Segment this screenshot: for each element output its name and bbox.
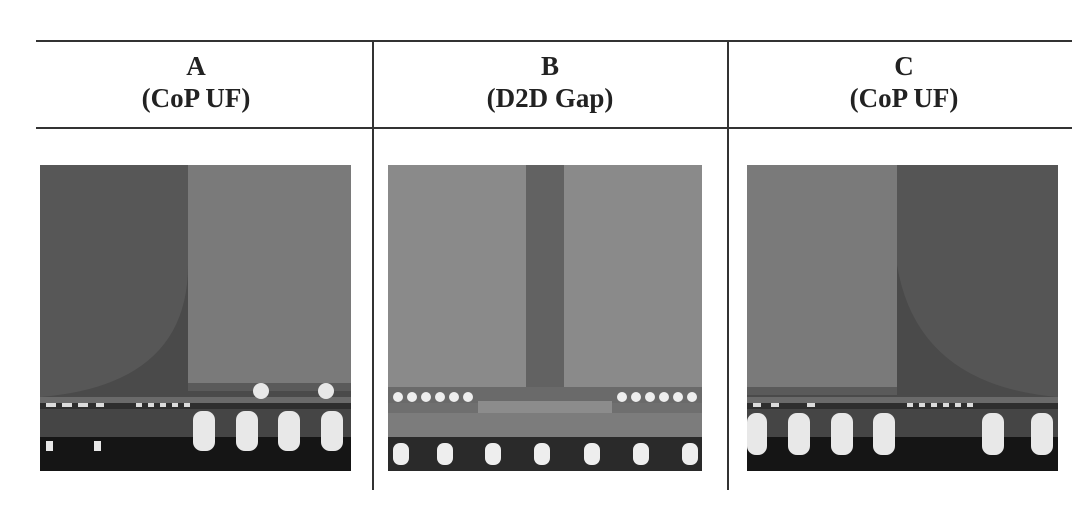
column-a-sublabel: (CoP UF)	[141, 83, 251, 113]
column-c-sublabel: (CoP UF)	[849, 83, 959, 113]
column-header-b: B (D2D Gap)	[400, 50, 700, 114]
micrograph-c	[747, 165, 1058, 471]
column-header-c: C (CoP UF)	[754, 50, 1054, 114]
column-c-label: C	[894, 51, 914, 81]
column-header-a: A (CoP UF)	[46, 50, 346, 114]
column-divider-1	[372, 40, 374, 490]
column-b-label: B	[540, 51, 559, 81]
table-top-rule	[36, 40, 1072, 42]
column-divider-2	[727, 40, 729, 490]
column-b-sublabel: (D2D Gap)	[486, 83, 614, 113]
header-bottom-rule	[36, 127, 1072, 129]
micrograph-b	[388, 165, 702, 471]
micrograph-a	[40, 165, 351, 471]
column-a-label: A	[186, 51, 206, 81]
